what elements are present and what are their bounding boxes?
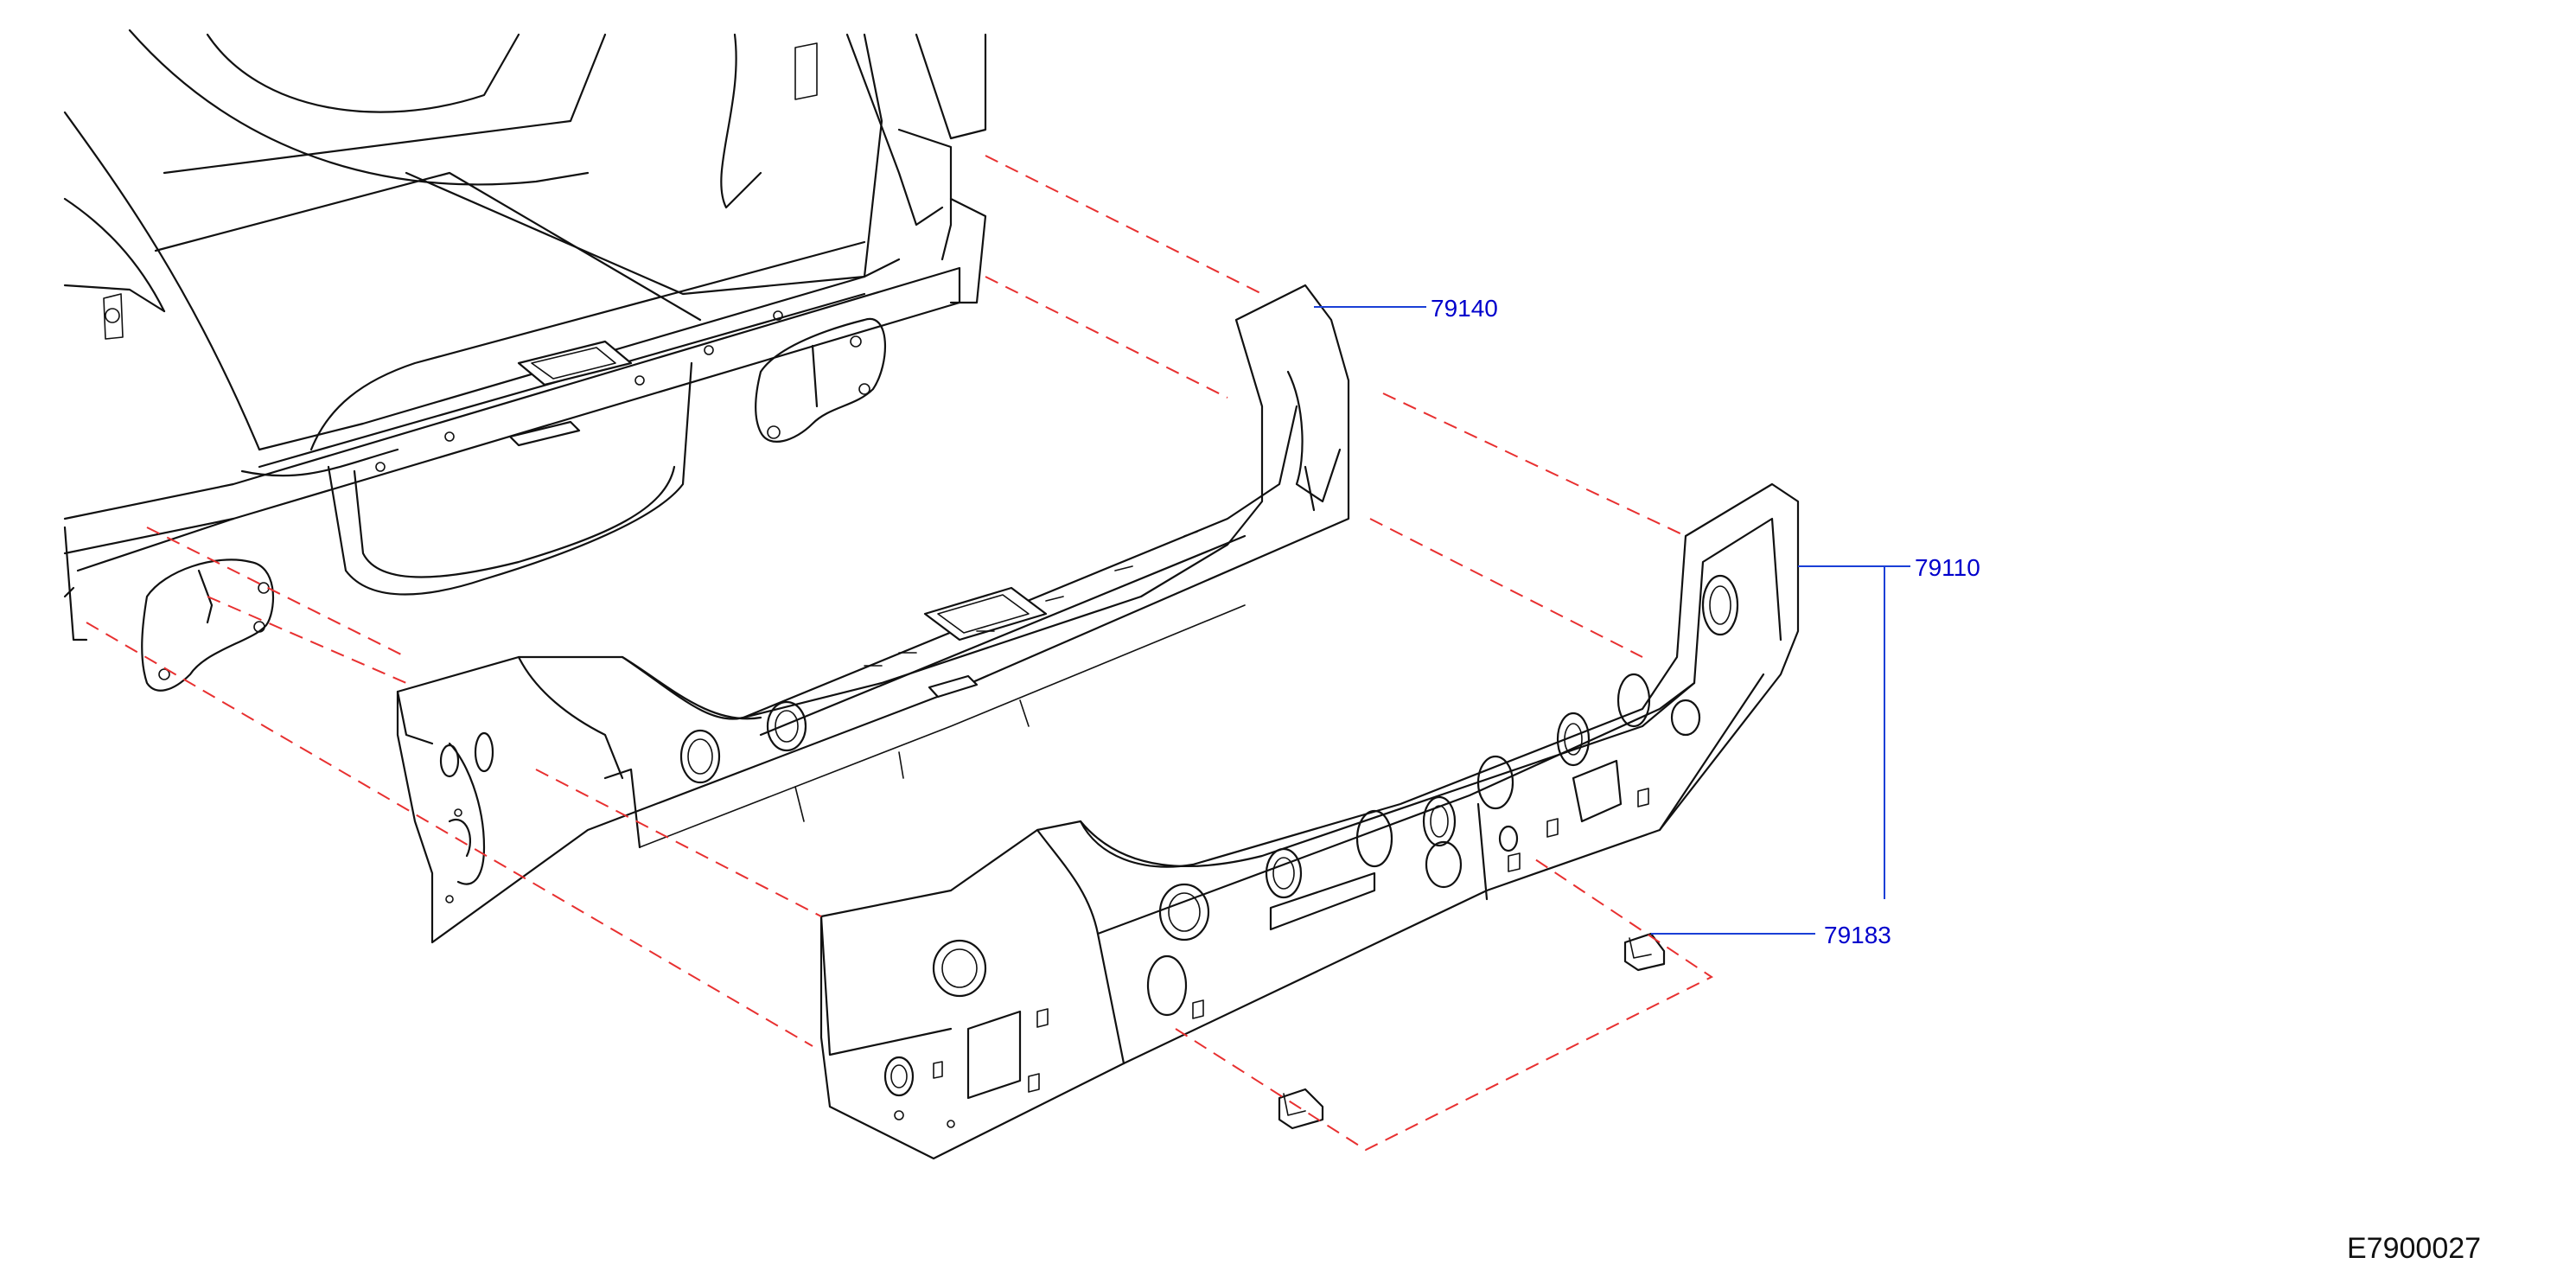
part-number-79110: 79110 [1915, 554, 1980, 581]
diagram-reference-code: E7900027 [2347, 1232, 2481, 1265]
callout-leaders [1314, 306, 1910, 935]
bracket-part [1278, 932, 1666, 1130]
upper-rear-panel-part [396, 284, 1350, 944]
part-number-79140: 79140 [1431, 295, 1498, 322]
vehicle-body-structure [63, 29, 987, 692]
part-number-79183: 79183 [1824, 922, 1891, 948]
rear-panel-part [819, 482, 1800, 1160]
dashed-alignment-guides [86, 155, 1713, 1152]
